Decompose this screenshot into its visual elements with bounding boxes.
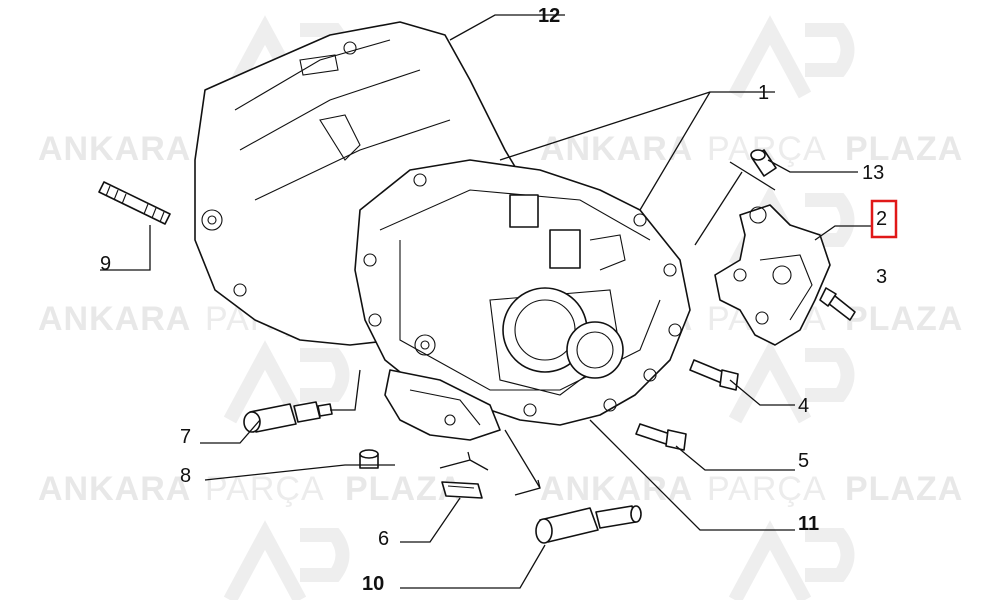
callout-4: 4 (798, 395, 809, 417)
leader-12 (449, 14, 565, 41)
callout-1: 1 (758, 82, 769, 104)
watermark-row-3: ANKARA PARÇA PLAZA ANKARA PARÇA PLAZA (38, 470, 963, 508)
leader-11 (589, 419, 795, 531)
watermark-ankara: ANKARA (540, 130, 693, 168)
watermark-ankara: ANKARA (38, 130, 191, 168)
callout-labels: 12 1 13 2 3 9 4 7 5 8 11 6 10 (100, 5, 898, 595)
leader-5 (675, 445, 795, 471)
watermark-parca: PARÇA (205, 470, 325, 508)
watermark-plaza: PLAZA (845, 470, 963, 508)
part-bolt-4 (689, 359, 739, 391)
callout-12: 12 (538, 5, 560, 27)
leader-7b (330, 369, 361, 411)
part-stud-5 (635, 423, 687, 451)
part-mounting-bracket (714, 204, 831, 346)
callout-2: 2 (876, 208, 887, 230)
callout-5: 5 (798, 450, 809, 472)
watermark-ankara: ANKARA (38, 470, 191, 508)
callout-9: 9 (100, 253, 111, 275)
leader-1b (499, 91, 711, 161)
callout-7: 7 (180, 426, 191, 448)
callout-2-highlight (870, 199, 898, 239)
alignment-line (729, 161, 776, 191)
callout-13: 13 (862, 162, 884, 184)
part-pad-6 (441, 481, 483, 499)
leader-13 (767, 159, 858, 173)
part-sensor-7 (243, 401, 333, 433)
leader-4 (729, 379, 795, 406)
gearbox-lower-cover (384, 369, 501, 441)
part-bolt-3 (819, 287, 856, 321)
alignment-line (694, 171, 743, 246)
part-stud (98, 181, 171, 225)
callout-6: 6 (378, 528, 389, 550)
leader-10 (400, 544, 546, 589)
callout-3: 3 (876, 266, 887, 288)
watermark-plaza: PLAZA (345, 470, 463, 508)
case-boss (549, 229, 581, 269)
aux-bracket-line (439, 451, 489, 471)
callout-10: 10 (362, 573, 384, 595)
leader-9 (100, 225, 151, 271)
callout-11: 11 (798, 513, 819, 535)
watermark-ankara: ANKARA (38, 300, 191, 338)
shaft-bore-small (566, 321, 624, 379)
leader-6 (400, 497, 461, 543)
watermark-parca: PARÇA (707, 470, 827, 508)
leader-2 (814, 225, 872, 241)
leader-lines (100, 14, 872, 589)
part-sensor-10 (535, 505, 642, 544)
callout-8: 8 (180, 465, 191, 487)
case-boss (509, 194, 539, 228)
leader-11b (504, 429, 541, 489)
watermark-ankara: ANKARA (540, 470, 693, 508)
leader-7 (200, 419, 261, 444)
leader-8 (204, 464, 395, 481)
gearbox-housing (194, 21, 691, 441)
watermark-plaza: PLAZA (845, 130, 963, 168)
part-bushing (750, 149, 777, 177)
watermark-plaza: PLAZA (845, 300, 963, 338)
